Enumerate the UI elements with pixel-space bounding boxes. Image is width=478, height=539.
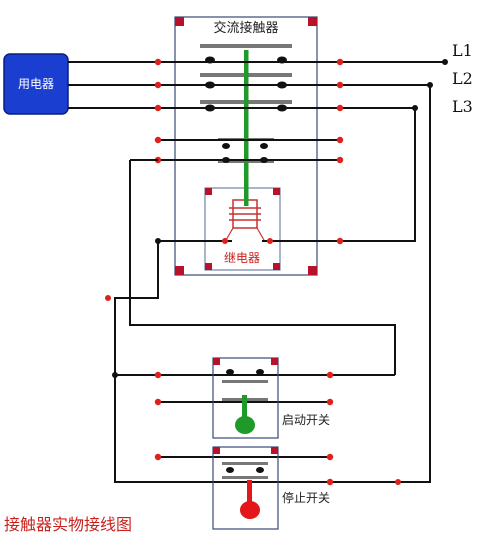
load-device: 用电器 <box>3 53 69 115</box>
phase-label-l2: L2 <box>452 69 473 88</box>
load-label: 用电器 <box>18 77 54 91</box>
control-wires <box>105 85 431 486</box>
start-button-knob <box>235 416 255 434</box>
contactor-label: 交流接触器 <box>213 20 278 36</box>
phase-label-l1: L1 <box>452 41 473 60</box>
relay-coil: 继电器 <box>204 187 281 271</box>
stop-button-knob <box>240 501 260 519</box>
phase-terminals <box>154 58 344 112</box>
phase-wires <box>68 59 448 111</box>
start-switch-label: 启动开关 <box>282 413 330 427</box>
stop-switch <box>212 446 279 530</box>
ac-contactor: 交流接触器 <box>174 16 318 276</box>
diagram-title: 接触器实物接线图 <box>4 515 132 534</box>
phase-label-l3: L3 <box>452 97 473 116</box>
relay-label: 继电器 <box>224 251 260 265</box>
armature-rod <box>244 50 249 206</box>
stop-switch-label: 停止开关 <box>282 490 330 505</box>
start-switch <box>212 357 279 439</box>
